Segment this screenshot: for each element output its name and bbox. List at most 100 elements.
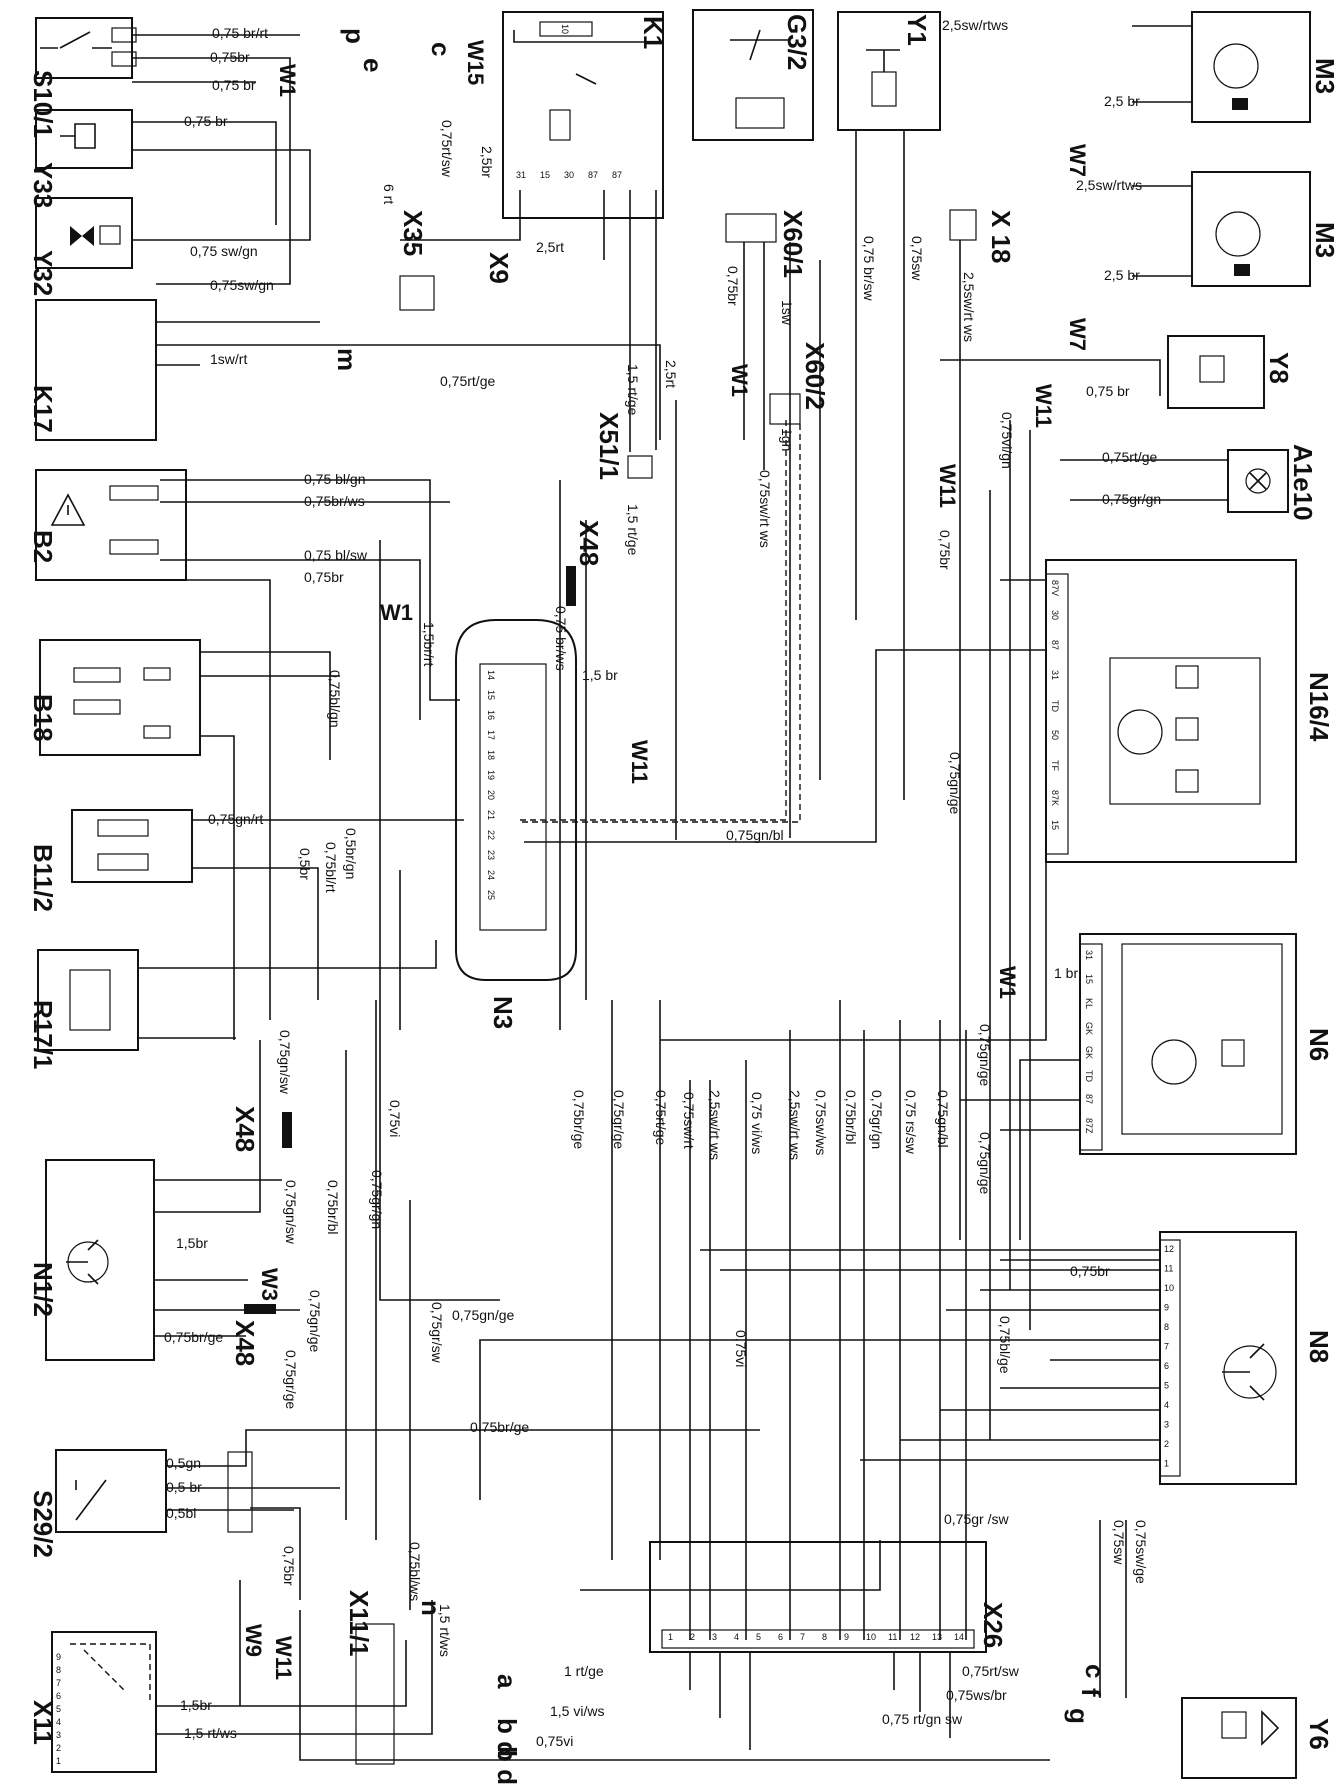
wire-n6-gnge: 0,75gn/ge (977, 1024, 993, 1086)
wire-k1-rtsw: 0,75rt/sw (439, 120, 455, 178)
wire-n16-gnge: 0,75gn/ge (947, 752, 963, 814)
x18-connector (949, 209, 977, 241)
wire-bot-viws: 1,5 vi/ws (550, 1703, 604, 1719)
n3-pin: 22 (486, 830, 496, 840)
wire-y8-vign: 0,75vi/gn (999, 412, 1015, 469)
y6-valve (1181, 1697, 1297, 1779)
label-n6: N6 (1304, 1028, 1334, 1061)
m3-motor-top (1191, 11, 1311, 123)
wire-y32-swgn: 0,75 sw/gn (190, 243, 258, 259)
label-y1: Y1 (902, 14, 932, 46)
label-y32: Y32 (28, 250, 58, 296)
x26-pin: 13 (932, 1632, 942, 1642)
x26-pin: 9 (844, 1632, 849, 1642)
wire-n6-gnge2: 0,75gn/ge (977, 1132, 993, 1194)
wire-s29-bl: 0,5bl (166, 1505, 196, 1521)
wire-n16-gnbl: 0,75gn/bl (726, 827, 784, 843)
dest-m: m (332, 348, 362, 371)
wire-v-gnbl: 0,75gn/bl (935, 1090, 951, 1148)
label-n3: N3 (488, 996, 518, 1029)
x11-pin: 9 (56, 1652, 61, 1662)
wire-v-grgn2: 0,75gr/gn (869, 1090, 885, 1149)
n3-pin: 21 (486, 810, 496, 820)
x11-1-connector (355, 1623, 395, 1765)
wire-y1-brsw: 0,75 br/sw (861, 236, 877, 301)
wire-b2-blgn: 0,75 bl/gn (304, 471, 366, 487)
r17-1-resistor (37, 949, 139, 1051)
label-n16-4: N16/4 (1304, 672, 1334, 742)
x48-marker-mid (282, 1112, 292, 1148)
label-x11-1: X11/1 (344, 1590, 374, 1657)
n16-4-pin: 87 (1050, 640, 1060, 650)
wire-y6-sw: 0,75sw (1111, 1520, 1127, 1565)
label-w15: W15 (463, 40, 488, 85)
x35-connector (399, 275, 435, 311)
x11-connector (51, 1631, 157, 1773)
n3-pin: 24 (486, 870, 496, 880)
wire-v-grge: 0,75gr/ge (611, 1090, 627, 1149)
x11-pin: 2 (56, 1743, 61, 1753)
wire-x60-sw: 1sw (779, 300, 795, 326)
label-b11-2: B11/2 (28, 844, 58, 912)
label-r17-1: R17/1 (28, 1000, 58, 1069)
wire-v-rtge: 0,75rt/ge (653, 1090, 669, 1145)
dest-g: g (1064, 1708, 1094, 1724)
dest-c-top: c (426, 42, 456, 56)
wire-n1-grge: 0,75gr/ge (283, 1350, 299, 1409)
wire-s29-br2: 0,75br (281, 1546, 297, 1586)
x26-pin: 12 (910, 1632, 920, 1642)
n8-pin: 2 (1164, 1439, 1169, 1449)
wire-x51-rtge2: 1,5 rt/ge (625, 504, 641, 556)
x60-2-connector (769, 393, 801, 425)
wire-m3-swrtws1: 2,5sw/rtws (942, 17, 1008, 33)
wire-n1-gnsw: 0,75gn/sw (277, 1030, 293, 1095)
wire-x26-wsbr: 0,75ws/br (946, 1687, 1007, 1703)
wire-k17-rtge: 0,75rt/ge (440, 373, 495, 389)
label-n8: N8 (1304, 1330, 1334, 1363)
label-a1e10: A1e10 (1288, 444, 1318, 521)
destination-labels: p c e m n a b d b d c f g (332, 28, 1110, 1784)
label-x11: X11 (28, 1700, 58, 1745)
k1-pin: 30 (564, 170, 574, 180)
x48-marker-top (566, 566, 576, 606)
wire-v-swws: 0,75sw/ws (813, 1090, 829, 1155)
x26-pin: 4 (734, 1632, 739, 1642)
wire-x11-rtws2: 1,5 rt/ws (184, 1725, 237, 1741)
n3-pin: 19 (486, 770, 496, 780)
wire-s10-br1: 0,75br (210, 49, 250, 65)
x26-pin: 3 (712, 1632, 717, 1642)
n16-4-relay-module (1045, 559, 1297, 863)
n3-pin: 20 (486, 790, 496, 800)
wire-mid-gnge: 0,75gn/ge (452, 1307, 514, 1323)
wire-v-brbl2: 0,75br/bl (843, 1090, 859, 1144)
wire-n6-br: 1 br (1054, 965, 1078, 981)
wire-m3-swrtws2: 2,5sw/rtws (1076, 177, 1142, 193)
x26-connector (649, 1541, 987, 1653)
y1-valve (837, 11, 941, 131)
wire-b18-blgn: 0,75bl/gn (327, 670, 343, 728)
x11-pin: 3 (56, 1730, 61, 1740)
wire-y8-br: 0,75 br (1086, 383, 1130, 399)
wire-m3-br2: 2,5 br (1104, 267, 1140, 283)
x11-pin: 8 (56, 1665, 61, 1675)
label-w11-a: W11 (627, 740, 652, 784)
x60-1-connector (725, 213, 777, 243)
n8-pin: 10 (1164, 1283, 1174, 1293)
label-w1-c: W1 (727, 364, 752, 397)
x26-pin: 8 (822, 1632, 827, 1642)
wire-b2-brws: 0,75br/ws (304, 493, 365, 509)
n8-pin: 12 (1164, 1244, 1174, 1254)
wire-k1-6rt: 6 rt (381, 184, 397, 204)
label-g3-2: G3/2 (782, 14, 812, 70)
x11-pin: 4 (56, 1717, 61, 1727)
wire-n3-brrt: 1,5br/rt (421, 622, 437, 666)
label-w3: W3 (257, 1268, 282, 1301)
label-w11-b: W11 (935, 464, 960, 508)
n3-connector (455, 619, 577, 981)
n16-4-pin: 31 (1050, 670, 1060, 680)
n16-4-pin: 15 (1050, 820, 1060, 830)
n3-pin: 15 (486, 690, 496, 700)
wire-m3-br1: 2,5 br (1104, 93, 1140, 109)
